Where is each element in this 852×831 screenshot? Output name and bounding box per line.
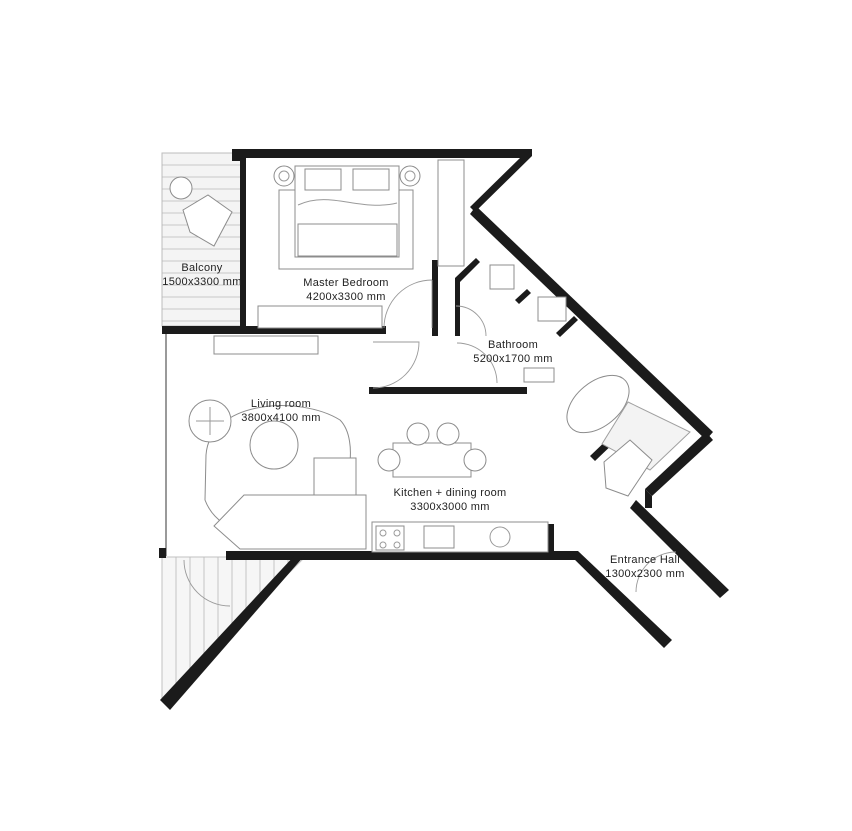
balcony-size: 1500x3300 mm xyxy=(162,276,241,288)
stove-icon xyxy=(375,525,405,551)
pillow-right-icon xyxy=(352,168,390,191)
dining-table-icon xyxy=(392,442,472,478)
entrance-hall-size: 1300x2300 mm xyxy=(605,568,684,580)
pillow-left-icon xyxy=(304,168,342,191)
bedroom-furniture xyxy=(257,159,465,329)
kitchen-size: 3300x3000 mm xyxy=(410,501,489,513)
sink-icon xyxy=(537,296,567,322)
balcony-table-icon xyxy=(169,176,193,200)
bathtub-icon xyxy=(566,374,630,434)
living-room-size: 3800x4100 mm xyxy=(241,412,320,424)
washer-icon xyxy=(603,439,653,497)
living-room-name: Living room xyxy=(251,398,311,410)
balcony-name: Balcony xyxy=(181,262,222,274)
kitchen-name: Kitchen + dining room xyxy=(393,487,506,499)
toilet-icon xyxy=(489,264,515,290)
coffee-table-icon xyxy=(249,420,299,470)
desk-icon xyxy=(257,305,383,329)
wardrobe-icon xyxy=(437,159,465,267)
dining-kitchen xyxy=(371,422,549,553)
bathroom-name: Bathroom xyxy=(488,339,538,351)
bedroom-size: 4200x3300 mm xyxy=(306,291,385,303)
room-labels: Balcony 1500x3300 mm Master Bedroom 4200… xyxy=(162,262,684,580)
balcony-chair-icon xyxy=(182,194,233,247)
sofa-icon xyxy=(213,494,367,550)
entrance-hall-name: Entrance Hall xyxy=(610,554,680,566)
bathroom-size: 5200x1700 mm xyxy=(473,353,552,365)
nightstand-right-icon xyxy=(399,165,421,187)
nightstand-left-icon xyxy=(273,165,295,187)
kitchen-sink-icon xyxy=(423,525,455,549)
bedroom-name: Master Bedroom xyxy=(303,277,389,289)
doors xyxy=(183,341,677,607)
walls xyxy=(159,149,729,710)
balcony-area xyxy=(161,152,242,327)
living-furniture xyxy=(188,335,367,550)
bathroom-fixtures xyxy=(455,264,691,497)
